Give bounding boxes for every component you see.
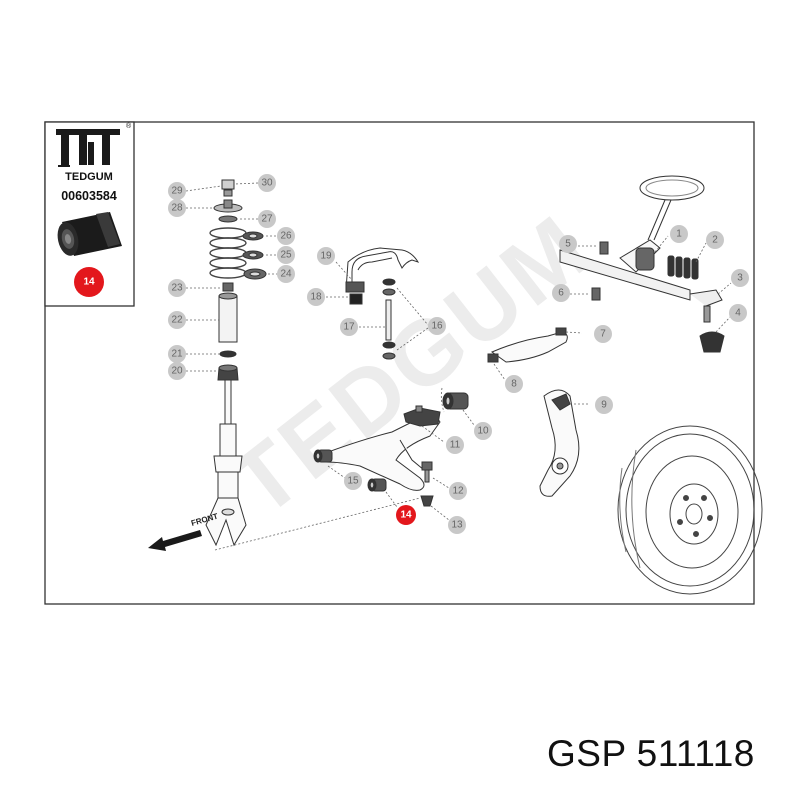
steering-assembly (559, 175, 732, 353)
svg-text:28: 28 (171, 203, 183, 214)
strut-leader-lines (185, 182, 421, 551)
callout-29: 29 (168, 182, 186, 200)
registered-mark: ® (126, 122, 132, 130)
callout-4: 4 (729, 304, 747, 322)
stabilizer-bracket (326, 261, 365, 305)
callout-15: 15 (344, 472, 362, 490)
callout-21: 21 (168, 345, 186, 363)
callout-23: 23 (168, 279, 186, 297)
callout-28: 28 (168, 199, 186, 217)
callout-30: 30 (258, 174, 276, 192)
svg-text:21: 21 (171, 349, 183, 360)
callout-11: 11 (446, 436, 464, 454)
legend-brand: TEDGUM (65, 171, 113, 183)
callout-2: 2 (706, 231, 724, 249)
callout-8: 8 (505, 375, 523, 393)
upper-control-arm (487, 327, 583, 381)
svg-text:15: 15 (347, 476, 359, 487)
svg-text:6: 6 (558, 288, 564, 299)
arm-bushing-10 (440, 387, 475, 426)
callout-13: 13 (448, 516, 466, 534)
tedgum-logo-icon (56, 129, 120, 167)
svg-text:5: 5 (565, 239, 571, 250)
stabilizer-link (359, 278, 429, 360)
callout-10: 10 (474, 422, 492, 440)
legend-highlight-marker (74, 267, 104, 297)
svg-text:29: 29 (171, 186, 183, 197)
svg-text:13: 13 (451, 520, 463, 531)
svg-text:2: 2 (712, 235, 718, 246)
svg-text:4: 4 (735, 308, 741, 319)
svg-text:25: 25 (280, 250, 292, 261)
svg-text:8: 8 (511, 379, 517, 390)
callout-7: 7 (594, 325, 612, 343)
arm-bracket (403, 405, 445, 443)
callout-14-highlighted: 14 (396, 505, 416, 525)
svg-text:19: 19 (320, 251, 332, 262)
callout-26: 26 (277, 227, 295, 245)
strut-washers (242, 231, 277, 280)
callout-6: 6 (552, 284, 570, 302)
callout-22: 22 (168, 311, 186, 329)
svg-text:14: 14 (400, 510, 412, 521)
callout-bubbles: 1 2 3 4 5 6 7 8 9 10 11 12 13 14 15 16 1… (168, 174, 749, 534)
strut-assembly (205, 179, 247, 547)
svg-text:17: 17 (343, 322, 355, 333)
svg-text:27: 27 (261, 214, 273, 225)
svg-text:22: 22 (171, 315, 183, 326)
diagram-frame (44, 121, 755, 605)
svg-text:20: 20 (171, 366, 183, 377)
svg-text:10: 10 (477, 426, 489, 437)
callout-24: 24 (277, 265, 295, 283)
callout-9: 9 (595, 396, 613, 414)
callout-25: 25 (277, 246, 295, 264)
legend-panel: TEDGUM ® 00603584 14 (44, 121, 135, 307)
footer-part-number: 511118 (636, 733, 755, 774)
svg-text:23: 23 (171, 283, 183, 294)
svg-text:11: 11 (450, 440, 461, 451)
wheel (617, 425, 763, 595)
callout-27: 27 (258, 210, 276, 228)
svg-text:3: 3 (737, 273, 743, 284)
legend-part-number: 00603584 (61, 189, 117, 203)
callout-18: 18 (307, 288, 325, 306)
svg-text:7: 7 (600, 329, 606, 340)
svg-text:26: 26 (280, 231, 292, 242)
svg-text:30: 30 (261, 178, 273, 189)
callout-12: 12 (449, 482, 467, 500)
callout-3: 3 (731, 269, 749, 287)
lower-control-arm (319, 415, 441, 491)
front-direction-arrow: FRONT (148, 512, 219, 551)
svg-text:9: 9 (601, 400, 607, 411)
steering-knuckle (539, 389, 588, 497)
legend-highlight-label: 14 (83, 277, 95, 288)
callout-16: 16 (428, 317, 446, 335)
svg-text:1: 1 (676, 229, 682, 240)
footer-brand: GSP (547, 733, 627, 774)
callout-5: 5 (559, 235, 577, 253)
callout-17: 17 (340, 318, 358, 336)
stabilizer-bar (345, 247, 420, 291)
svg-text:18: 18 (310, 292, 322, 303)
rubber-bushing-icon (57, 212, 122, 256)
callout-20: 20 (168, 362, 186, 380)
callout-1: 1 (670, 225, 688, 243)
svg-text:24: 24 (280, 269, 292, 280)
svg-text:16: 16 (431, 321, 443, 332)
svg-text:12: 12 (452, 486, 464, 497)
callout-19: 19 (317, 247, 335, 265)
lower-arm-bushings (313, 449, 450, 521)
